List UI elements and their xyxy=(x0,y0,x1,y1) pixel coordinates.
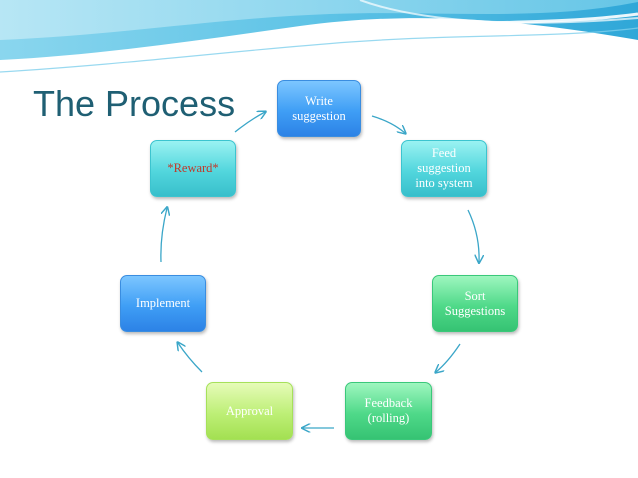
node-write-suggestion-label: Write suggestion xyxy=(292,93,346,123)
arrow-approval-to-implement xyxy=(178,343,203,373)
node-write-suggestion: Write suggestion xyxy=(277,80,361,137)
node-approval-label: Approval xyxy=(225,403,274,418)
node-reward: *Reward* xyxy=(150,140,236,197)
node-feedback-rolling-label: Feedback (rolling) xyxy=(364,396,413,425)
arrow-sort-to-feedback xyxy=(436,343,461,372)
node-implement: Implement xyxy=(120,275,206,332)
node-reward-label: *Reward* xyxy=(167,161,219,175)
node-feed-suggestion: Feed suggestion into system xyxy=(401,140,487,197)
node-implement-label: Implement xyxy=(135,296,191,310)
node-feedback-rolling: Feedback (rolling) xyxy=(345,382,432,440)
slide-title: The Process xyxy=(33,83,236,124)
node-sort-suggestions-label: Sort Suggestions xyxy=(444,288,506,318)
header-wave-decoration xyxy=(0,0,638,73)
arrow-implement-to-reward xyxy=(160,208,167,263)
arrow-write-to-feed xyxy=(371,115,405,133)
node-sort-suggestions: Sort Suggestions xyxy=(432,275,518,332)
node-feed-suggestion-label: Feed suggestion into system xyxy=(415,146,473,190)
arrow-feed-to-sort xyxy=(467,209,479,262)
arrow-reward-to-write xyxy=(234,112,265,133)
node-approval: Approval xyxy=(206,382,293,440)
